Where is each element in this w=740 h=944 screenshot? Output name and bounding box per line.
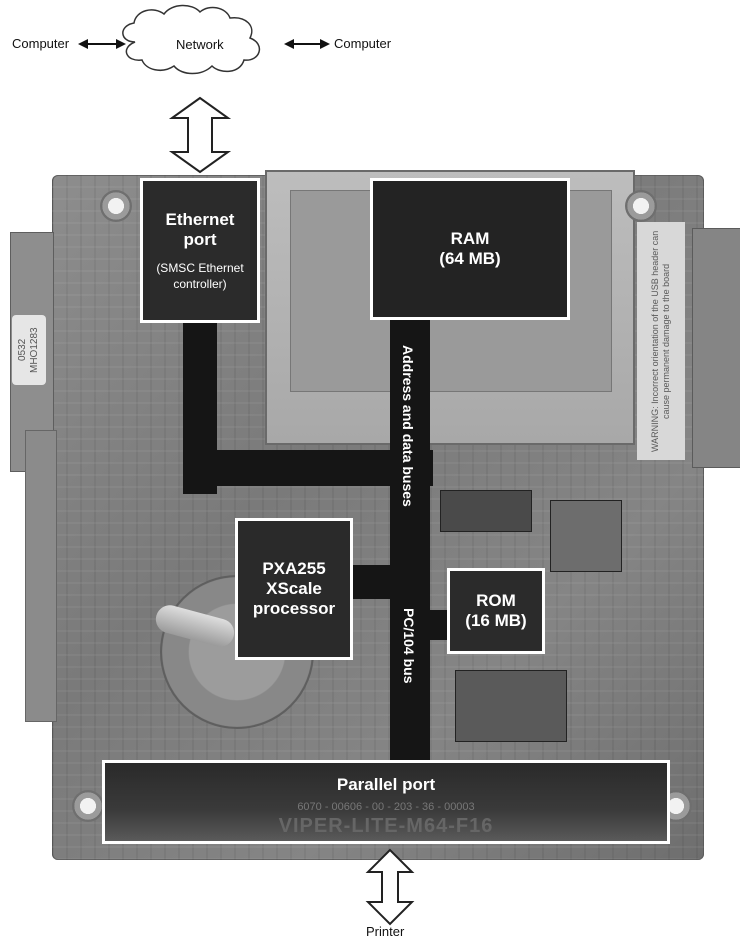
board-model: VIPER-LITE-M64-F16 (279, 815, 494, 838)
pc104-bus-label: PC/104 bus (401, 608, 417, 683)
double-arrow-right-icon (284, 39, 330, 49)
ethernet-title-line2: port (183, 230, 216, 250)
board-sticker: 0532 MHO1283 (12, 315, 46, 385)
ethernet-subtitle-line2: controller) (173, 276, 226, 292)
address-data-bus-label: Address and data buses (400, 345, 416, 507)
rom-line2: (16 MB) (465, 611, 526, 631)
warning-label: WARNING: Incorrect orientation of the US… (637, 222, 685, 460)
processor-line2: XScale (266, 579, 322, 599)
rom-line1: ROM (476, 591, 516, 611)
double-arrow-left-icon (78, 39, 126, 49)
rom-block: ROM (16 MB) (447, 568, 545, 654)
ethernet-port-block: Ethernet port (SMSC Ethernet controller) (140, 178, 260, 323)
board-serial: 6070 - 00606 - 00 - 203 - 36 - 00003 (297, 799, 474, 815)
ram-block: RAM (64 MB) (370, 178, 570, 320)
board-chip (550, 500, 622, 572)
processor-line1: PXA255 (262, 559, 325, 579)
bus-segment-processor-link (350, 565, 395, 599)
board-connector-block (455, 670, 567, 742)
right-connector (692, 228, 740, 468)
parallel-port-block: Parallel port 6070 - 00606 - 00 - 203 - … (102, 760, 670, 844)
network-label: Network (176, 37, 224, 52)
processor-line3: processor (253, 599, 335, 619)
parallel-port-label: Parallel port (337, 775, 435, 795)
computer-right-label: Computer (334, 36, 391, 51)
mounting-hole-bottom-left (72, 790, 104, 822)
left-header-pins (25, 430, 57, 722)
printer-link-arrow-icon (350, 848, 430, 926)
network-link-arrow-icon (172, 98, 228, 172)
printer-label: Printer (366, 924, 404, 939)
processor-block: PXA255 XScale processor (235, 518, 353, 660)
computer-left-label: Computer (12, 36, 69, 51)
ethernet-title-line1: Ethernet (166, 210, 235, 230)
ram-line2: (64 MB) (439, 249, 500, 269)
ethernet-subtitle-line1: (SMSC Ethernet (156, 260, 243, 276)
network-area (0, 0, 740, 175)
mounting-hole-top-left (100, 190, 132, 222)
board-chip-2 (440, 490, 532, 532)
mounting-hole-top-right (625, 190, 657, 222)
ram-line1: RAM (451, 229, 490, 249)
